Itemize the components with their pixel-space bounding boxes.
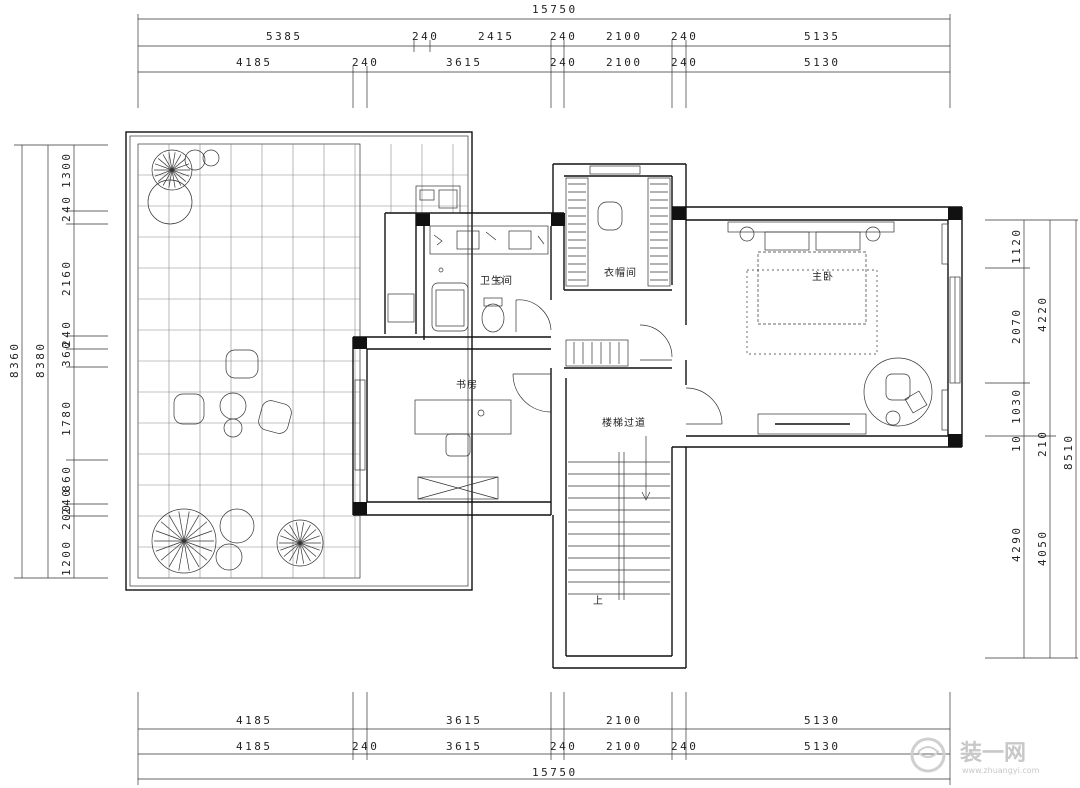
closet-hangers [568, 183, 668, 281]
right-dim-h: 4050 [1036, 530, 1049, 567]
bottom-dim-r2-b: 240 [352, 740, 379, 753]
top-dim-r1-d: 240 [550, 30, 577, 43]
master-bed [727, 221, 949, 431]
top-dim-r1-e: 2100 [606, 30, 643, 43]
top-dimension-lines [137, 14, 951, 108]
right-dim-c: 1030 [1010, 388, 1023, 425]
bottom-dim-r1-a: 4185 [236, 714, 273, 727]
right-dim-b: 2070 [1010, 308, 1023, 345]
right-dim-e: 4290 [1010, 526, 1023, 563]
terrace-floor-tiles [138, 144, 468, 578]
staircase [618, 436, 651, 600]
watermark-brand: 装一网 [960, 741, 1026, 766]
room-label-stair-corridor: 楼梯过道 [602, 416, 646, 429]
study-furniture [414, 399, 512, 500]
top-dim-r2-b: 240 [352, 56, 379, 69]
bottom-dim-r2-e: 2100 [606, 740, 643, 753]
right-dim-d: 10 [1010, 434, 1023, 452]
bottom-dim-r2-f: 240 [671, 740, 698, 753]
top-dim-r1-a: 5385 [266, 30, 303, 43]
bottom-total-dim: 15750 [532, 766, 578, 779]
building-walls [352, 163, 963, 669]
terrace [125, 131, 473, 591]
hall-storage-shelves [573, 342, 620, 364]
lounge-chair [863, 357, 933, 427]
bottom-dim-r1-b: 3615 [446, 714, 483, 727]
top-dim-r2-e: 2100 [606, 56, 643, 69]
room-label-study: 书房 [456, 378, 478, 391]
left-dim-j: 1200 [60, 540, 73, 577]
room-label-bathroom: 卫生间 [480, 274, 513, 287]
top-dim-r2-g: 5130 [804, 56, 841, 69]
left-outer-dim-2: 8380 [34, 342, 47, 379]
left-dim-e: 360 [60, 340, 73, 367]
room-label-master-bedroom: 主卧 [812, 270, 834, 283]
watermark-url: www.zhuangyi.com [962, 766, 1040, 775]
right-dim-f: 4220 [1036, 296, 1049, 333]
right-dimension-lines [985, 219, 1078, 659]
closet-shelves [565, 177, 671, 287]
top-dim-r2-a: 4185 [236, 56, 273, 69]
left-dim-g: 860 [60, 465, 73, 492]
left-dim-h: 240 [60, 488, 73, 515]
room-label-closet: 衣帽间 [604, 266, 637, 279]
left-dimension-lines [14, 144, 108, 579]
top-total-dim: 15750 [532, 3, 578, 16]
wall-columns [353, 207, 962, 515]
bottom-dim-r1-d: 5130 [804, 714, 841, 727]
top-dim-r1-b: 240 [412, 30, 439, 43]
plant-icon [147, 149, 324, 574]
top-dim-r2-d: 240 [550, 56, 577, 69]
bottom-dim-r2-c: 3615 [446, 740, 483, 753]
bottom-dim-r2-g: 5130 [804, 740, 841, 753]
top-dim-r2-f: 240 [671, 56, 698, 69]
right-dim-g: 210 [1036, 430, 1049, 457]
right-dim-i: 8510 [1062, 434, 1075, 471]
tv-cabinet [757, 413, 867, 435]
plant-foliage-icon [154, 152, 321, 571]
watermark-logo [910, 737, 946, 773]
top-dim-r1-f: 240 [671, 30, 698, 43]
bottom-dim-r2-d: 240 [550, 740, 577, 753]
left-outer-dim-1: 8360 [8, 342, 21, 379]
left-dim-b: 240 [60, 195, 73, 222]
terrace-table-set [173, 349, 292, 438]
bottom-dimension-lines [137, 692, 951, 785]
left-dim-d: 240 [60, 320, 73, 347]
top-dim-r2-c: 3615 [446, 56, 483, 69]
stair-treads [568, 461, 670, 595]
left-dim-i: 200 [60, 503, 73, 530]
top-dim-r1-g: 5135 [804, 30, 841, 43]
stair-up-label: 上 [593, 595, 604, 607]
hall-storage [565, 339, 629, 367]
windows [354, 165, 961, 471]
sink-counter [387, 185, 461, 323]
top-dim-r1-c: 2415 [478, 30, 515, 43]
bottom-dim-r1-c: 2100 [606, 714, 643, 727]
bathroom-fixtures [429, 225, 549, 333]
left-dim-c: 2160 [60, 260, 73, 297]
left-dim-f: 1780 [60, 400, 73, 437]
bottom-dim-r2-a: 4185 [236, 740, 273, 753]
left-dim-a: 1300 [60, 152, 73, 189]
right-dim-a: 1120 [1010, 228, 1023, 265]
doors [512, 299, 723, 425]
